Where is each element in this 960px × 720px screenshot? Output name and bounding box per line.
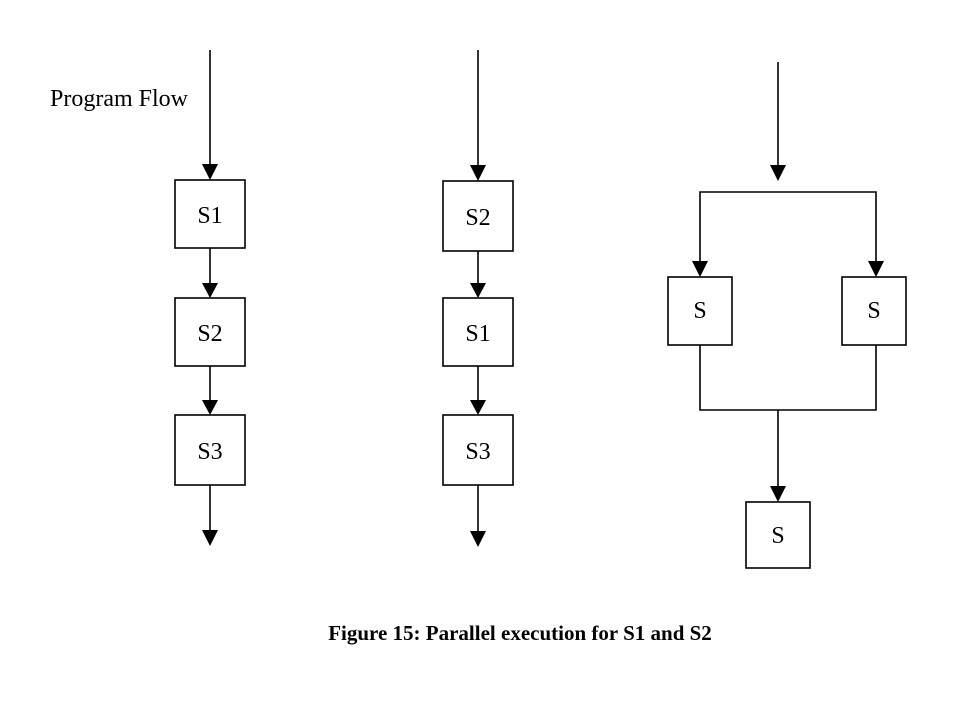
step-box-s2 xyxy=(442,180,514,252)
step-box-s1 xyxy=(442,297,514,367)
arrow-head xyxy=(770,165,786,181)
arrow-head xyxy=(470,165,486,181)
arrow-head xyxy=(692,261,708,277)
sequence-column-2: S2 S1 S3 xyxy=(442,50,514,547)
join-box xyxy=(745,501,811,569)
program-flow-label: Program Flow xyxy=(50,86,189,112)
sequence-column-1: S1 S2 S3 xyxy=(174,50,246,546)
parallel-column: S S S xyxy=(667,62,907,569)
step-label: S1 xyxy=(465,321,490,347)
arrow-head xyxy=(202,530,218,546)
step-box-s3 xyxy=(442,414,514,486)
step-label: S3 xyxy=(465,439,490,465)
arrow-head xyxy=(770,486,786,502)
fork-line xyxy=(699,191,877,261)
step-label: S2 xyxy=(465,205,490,231)
arrow-head xyxy=(470,400,486,415)
arrow-head xyxy=(202,164,218,180)
join-label: S xyxy=(771,523,784,549)
step-label: S3 xyxy=(197,439,222,465)
arrow-head xyxy=(202,283,218,298)
branch-label: S xyxy=(693,298,706,324)
arrow-head xyxy=(470,283,486,298)
branch-box-left xyxy=(667,276,733,346)
step-label: S1 xyxy=(197,203,222,229)
branch-label: S xyxy=(867,298,880,324)
arrow-head xyxy=(470,531,486,547)
arrow-head xyxy=(868,261,884,277)
join-line xyxy=(699,345,877,411)
step-label: S2 xyxy=(197,321,222,347)
branch-box-right xyxy=(841,276,907,346)
step-box-s2 xyxy=(174,297,246,367)
arrow-head xyxy=(202,400,218,415)
figure-caption: Figure 15: Parallel execution for S1 and… xyxy=(328,621,712,645)
step-box-s3 xyxy=(174,414,246,486)
